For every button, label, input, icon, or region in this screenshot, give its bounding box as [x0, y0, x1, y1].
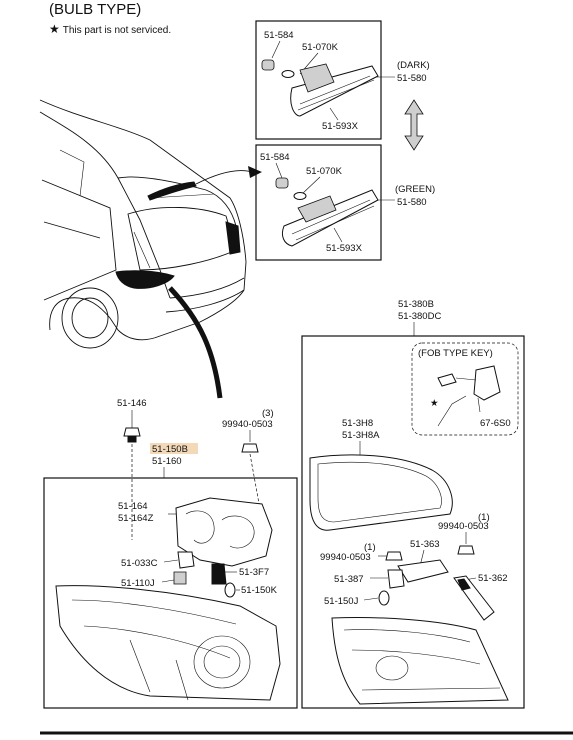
stop-lamp-dark-icon: [290, 65, 379, 117]
callout-51-164z: 51-164Z: [118, 513, 154, 524]
nut-icon: [241, 443, 259, 453]
callout-51-150k: 51-150K: [241, 585, 278, 596]
clip-icon: [123, 427, 141, 437]
highlight-51-150b: [150, 443, 198, 454]
callout-fob-type-key: (FOB TYPE KEY): [418, 348, 493, 359]
callout-qty: (3): [262, 408, 274, 419]
callout-51-070k: 51-070K: [302, 42, 339, 53]
callout-51-593x: 51-593X: [326, 243, 363, 254]
gate-lamp-icon: [331, 617, 509, 705]
socket-icon: [211, 563, 227, 585]
nut-icon: [457, 545, 475, 555]
callout-99940-0503: 99940-0503: [438, 521, 489, 532]
callout-51-146: 51-146: [117, 398, 147, 409]
callout-green: (GREEN): [395, 184, 435, 195]
callout-51-3f7: 51-3F7: [239, 567, 269, 578]
callout-51-070k: 51-070K: [306, 166, 343, 177]
callout-dark: (DARK): [397, 60, 430, 71]
fob-key-box: [411, 342, 519, 436]
callout-51-033c: 51-033C: [121, 558, 158, 569]
callout-51-380dc: 51-380DC: [398, 311, 441, 322]
bulb-icon: [293, 192, 307, 200]
callout-51-3h8: 51-3H8: [342, 418, 373, 429]
socket-icon: [387, 569, 405, 589]
star-icon: ★: [49, 22, 60, 36]
screw-icon: [437, 373, 457, 387]
not-serviced-text: This part is not serviced.: [62, 25, 172, 36]
not-serviced-note: ★This part is not serviced.: [49, 22, 171, 36]
callout-qty: (1): [478, 512, 490, 523]
callout-51-164: 51-164: [118, 501, 148, 512]
callout-51-160: 51-160: [152, 456, 182, 467]
bulb-icon: [224, 582, 236, 598]
socket-icon: [261, 59, 275, 71]
callout-51-150j: 51-150J: [324, 596, 359, 607]
green-stop-lamp-group: 51-584 51-070K (GREEN) 51-580 51-593X: [255, 144, 435, 261]
callout-51-580: 51-580: [397, 197, 427, 208]
callout-51-362: 51-362: [478, 573, 508, 584]
callout-99940-0503: 99940-0503: [320, 552, 371, 563]
gasket-icon: [175, 497, 273, 567]
callout-51-593x: 51-593X: [322, 121, 359, 132]
callout-51-150b: 51-150B: [152, 444, 188, 455]
gate-lamp-group: 51-380B 51-380DC (FOB TYPE KEY) ★ 67-6S0…: [301, 299, 525, 709]
socket-icon: [177, 551, 195, 569]
nut-icon: [385, 551, 403, 561]
callout-51-110j: 51-110J: [121, 578, 155, 589]
callout-99940-0503: 99940-0503: [222, 419, 273, 430]
bulb-icon: [173, 571, 187, 585]
bulb-icon: [281, 70, 295, 78]
callout-51-3h8a: 51-3H8A: [342, 430, 380, 441]
callout-51-380b: 51-380B: [398, 299, 434, 310]
diagram-title: (BULB TYPE): [49, 1, 142, 18]
socket-icon: [275, 177, 289, 189]
double-arrow-icon: [404, 99, 424, 151]
actuator-icon: [473, 365, 501, 401]
gasket-icon: [309, 454, 453, 531]
bracket-icon: [397, 559, 449, 583]
bulb-icon: [378, 590, 390, 606]
tail-lamp-icon: [55, 585, 281, 701]
callout-51-584: 51-584: [260, 152, 290, 163]
callout-67-6s0: 67-6S0: [480, 418, 511, 429]
callout-51-363: 51-363: [410, 539, 440, 550]
star-icon: ★: [430, 398, 439, 409]
callout-51-580: 51-580: [397, 73, 427, 84]
tail-lamp-group: 51-146 51-150B 51-160 (3) 99940-0503 51-…: [43, 398, 298, 709]
dark-stop-lamp-group: 51-584 51-070K (DARK) 51-580 51-593X: [255, 20, 430, 140]
callout-51-584: 51-584: [264, 30, 294, 41]
stop-lamp-green-icon: [281, 189, 379, 247]
callout-qty: (1): [364, 542, 376, 553]
vehicle-outline: [39, 99, 262, 399]
callout-51-387: 51-387: [334, 574, 364, 585]
